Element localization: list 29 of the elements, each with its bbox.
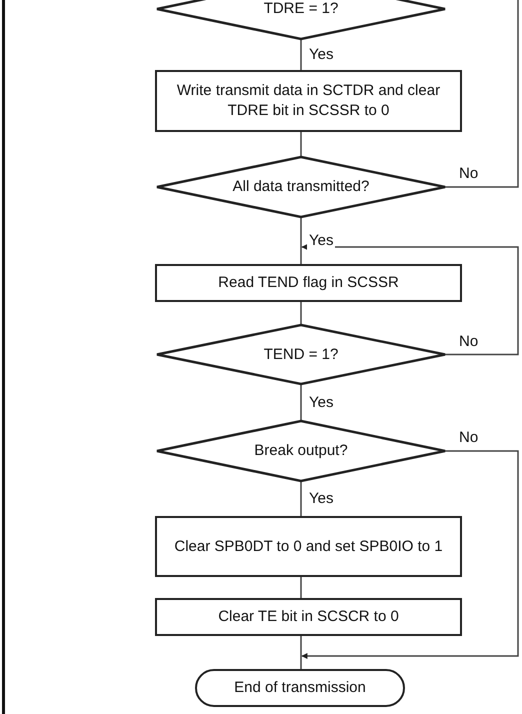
connector-line bbox=[300, 577, 302, 598]
edge-label: Yes bbox=[307, 232, 336, 250]
decision-diamond bbox=[157, 325, 445, 384]
connector-line bbox=[300, 39, 302, 70]
connector-line bbox=[300, 302, 302, 325]
process-text: Read TEND flag in SCSSR bbox=[218, 273, 399, 293]
terminal-shape bbox=[195, 669, 405, 707]
process-text: Write transmit data in SCTDR and clear TDRE bit in SCSSR to 0 bbox=[176, 81, 442, 121]
connector-line bbox=[300, 636, 302, 669]
connector-line bbox=[300, 384, 302, 421]
connector-line bbox=[300, 481, 302, 516]
connector-line bbox=[300, 132, 302, 157]
process-box bbox=[155, 264, 462, 302]
decision-diamond bbox=[157, 157, 445, 217]
decision-text: All data transmitted? bbox=[232, 177, 370, 197]
terminal-text: End of transmission bbox=[234, 678, 366, 698]
connector-line bbox=[301, 244, 519, 356]
decision-text: Break output? bbox=[254, 441, 348, 461]
connector-line bbox=[445, 0, 519, 188]
connector-line bbox=[300, 217, 302, 264]
decision-diamond bbox=[157, 421, 445, 481]
decision-text: TDRE = 1? bbox=[264, 0, 338, 19]
decision-text: TEND = 1? bbox=[264, 344, 338, 364]
process-text: Clear TE bit in SCSCR to 0 bbox=[218, 607, 399, 627]
process-text: Clear SPB0DT to 0 and set SPB0IO to 1 bbox=[174, 536, 443, 556]
process-box bbox=[155, 598, 462, 636]
process-box bbox=[155, 70, 462, 132]
connector-line bbox=[301, 450, 519, 659]
process-box bbox=[155, 516, 462, 577]
